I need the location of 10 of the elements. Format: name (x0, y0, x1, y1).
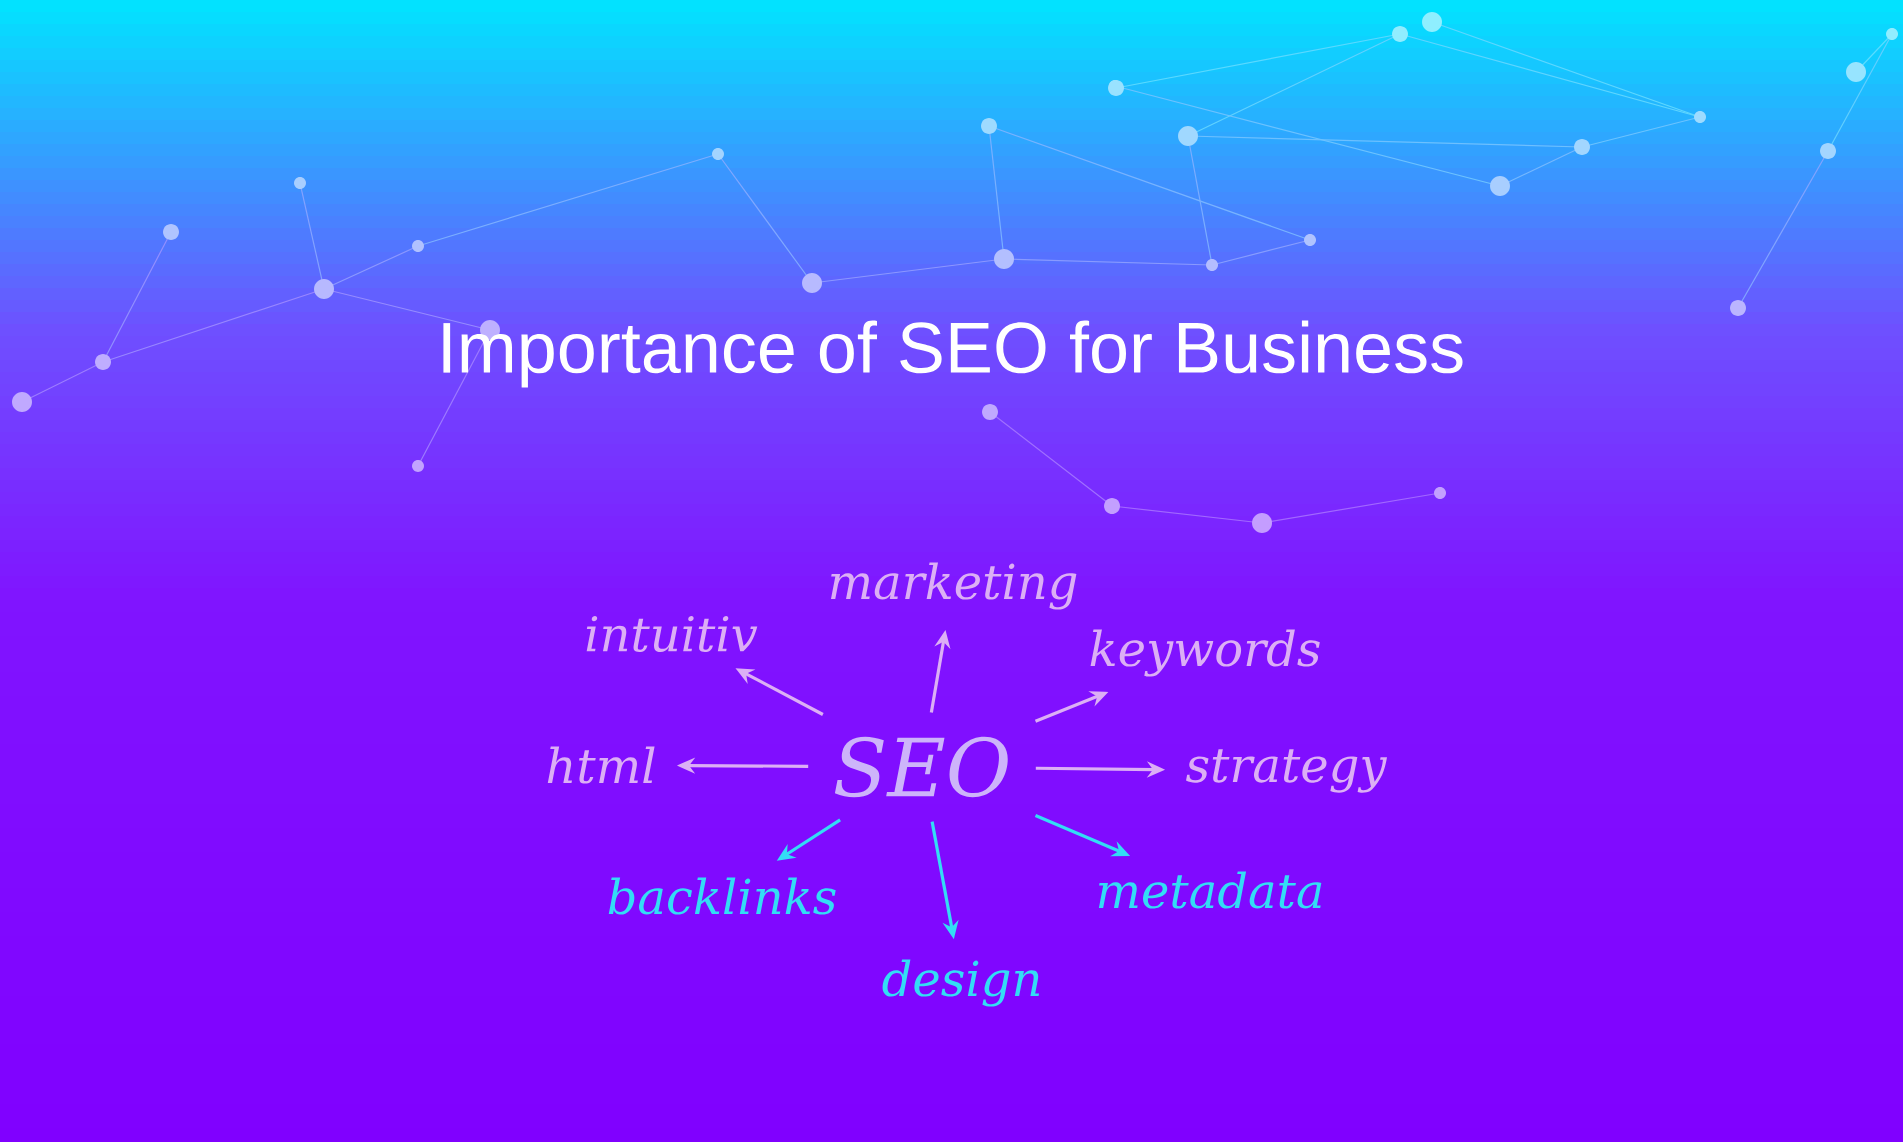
handwritten-word: keywords (1090, 629, 1320, 677)
handwritten-word: backlinks (608, 877, 836, 915)
handwritten-word: SEO (834, 736, 1008, 798)
handwritten-word: metadata (1098, 871, 1322, 909)
handwritten-word: html (547, 746, 655, 784)
handwritten-word: intuitiv (586, 616, 758, 652)
title: Importance of SEO for Business (443, 320, 1463, 388)
handwritten-word: marketing (830, 562, 1077, 610)
handwritten-word: strategy (1186, 749, 1387, 793)
handwritten-word: design (882, 959, 1040, 1007)
